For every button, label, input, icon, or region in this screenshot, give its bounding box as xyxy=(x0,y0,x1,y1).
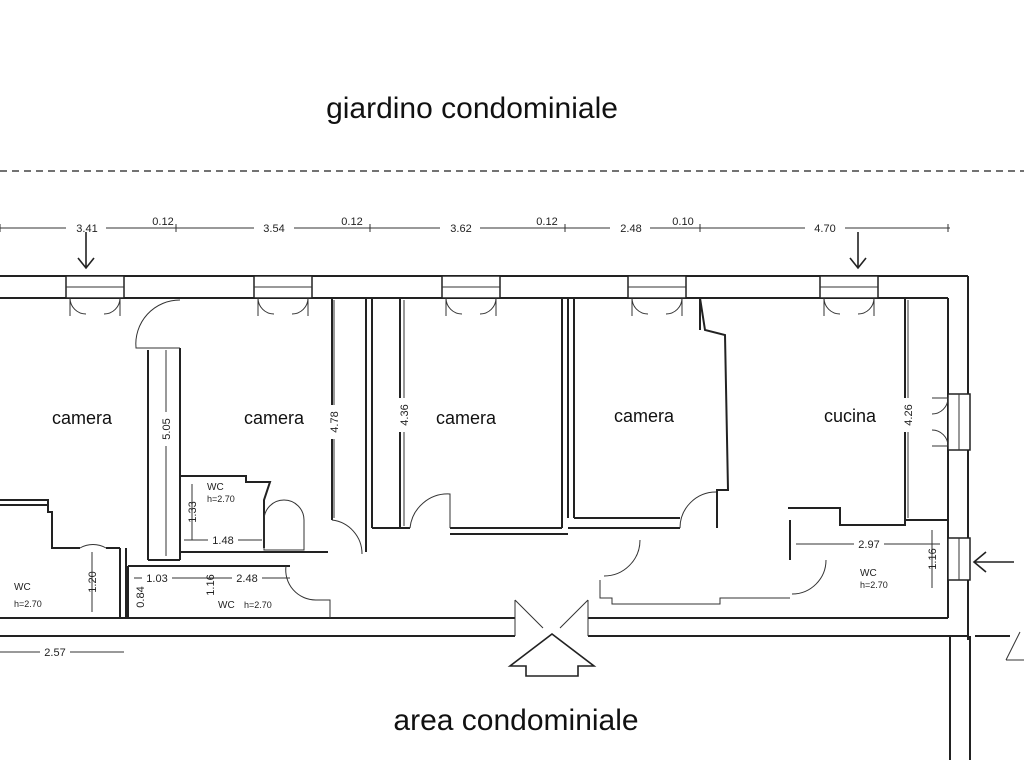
dim-4-26: 4.26 xyxy=(903,404,915,425)
top-windows xyxy=(65,275,879,316)
dim-2-48-top: 2.48 xyxy=(620,223,641,235)
room-label-3: camera xyxy=(436,408,497,428)
dim-1-16-b: 1.16 xyxy=(927,548,939,569)
room-label-1: camera xyxy=(52,408,113,428)
dim-4-36: 4.36 xyxy=(399,404,411,425)
dim-0-84: 0.84 xyxy=(135,586,147,607)
wc-label-1: WC xyxy=(14,582,31,593)
dim-2-48: 2.48 xyxy=(236,573,257,585)
dim-3-62: 3.62 xyxy=(450,223,471,235)
small-dimensions: 1.33 1.48 1.20 1.03 1.16 2.48 0.84 2.97 … xyxy=(0,484,940,659)
room-label-2: camera xyxy=(244,408,305,428)
interior-walls xyxy=(0,297,948,618)
wc-label-4: WC xyxy=(860,568,877,579)
outer-walls xyxy=(0,275,1010,760)
wc-height-4: h=2.70 xyxy=(860,580,888,590)
entrance-arrow-icon xyxy=(507,632,597,677)
dim-3-54: 3.54 xyxy=(263,223,284,235)
dim-0-10: 0.10 xyxy=(672,216,693,228)
window-3 xyxy=(441,275,501,316)
garden-label: giardino condominiale xyxy=(326,92,618,125)
main-entrance xyxy=(507,599,597,677)
wc-height-2: h=2.70 xyxy=(207,494,235,504)
top-dimension-chain: 3.41 0.12 3.54 0.12 3.62 0.12 2.48 0.10 … xyxy=(0,216,950,235)
window-5 xyxy=(819,275,879,316)
wc-height-1: h=2.70 xyxy=(14,599,42,609)
dim-1-48: 1.48 xyxy=(212,535,233,547)
dim-1-20: 1.20 xyxy=(87,571,99,592)
wc-label-3: WC xyxy=(218,600,235,611)
window-4 xyxy=(627,275,687,316)
dim-0-12-c: 0.12 xyxy=(536,216,557,228)
dim-0-12-b: 0.12 xyxy=(341,216,362,228)
side-windows xyxy=(931,393,971,581)
dim-5-05: 5.05 xyxy=(161,418,173,439)
dim-1-33: 1.33 xyxy=(187,501,199,522)
room-label-4: camera xyxy=(614,406,675,426)
side-entry-arrow-icon xyxy=(972,551,1014,573)
room-height-dimensions: 5.05 4.78 4.36 4.26 xyxy=(158,300,916,556)
room-label-kitchen: cucina xyxy=(824,406,877,426)
dim-1-16-a: 1.16 xyxy=(205,574,217,595)
dim-1-03: 1.03 xyxy=(146,573,167,585)
room-labels: camera camera camera camera cucina xyxy=(52,406,877,428)
wc-label-2: WC xyxy=(207,482,224,493)
dim-4-78: 4.78 xyxy=(329,411,341,432)
window-arrow-icon xyxy=(77,232,867,270)
common-area-label: area condominiale xyxy=(393,704,638,737)
dim-2-97: 2.97 xyxy=(858,539,879,551)
dim-4-70: 4.70 xyxy=(814,223,835,235)
wc-labels: WC h=2.70 WC h=2.70 WC h=2.70 WC h=2.70 xyxy=(14,482,888,611)
window-2 xyxy=(253,275,313,316)
dim-0-12-a: 0.12 xyxy=(152,216,173,228)
stair-fragment xyxy=(1005,631,1024,661)
door-swings xyxy=(79,299,827,601)
dim-2-57: 2.57 xyxy=(44,647,65,659)
window-1 xyxy=(65,275,125,316)
wc-height-3: h=2.70 xyxy=(244,600,272,610)
dim-3-41: 3.41 xyxy=(76,223,97,235)
